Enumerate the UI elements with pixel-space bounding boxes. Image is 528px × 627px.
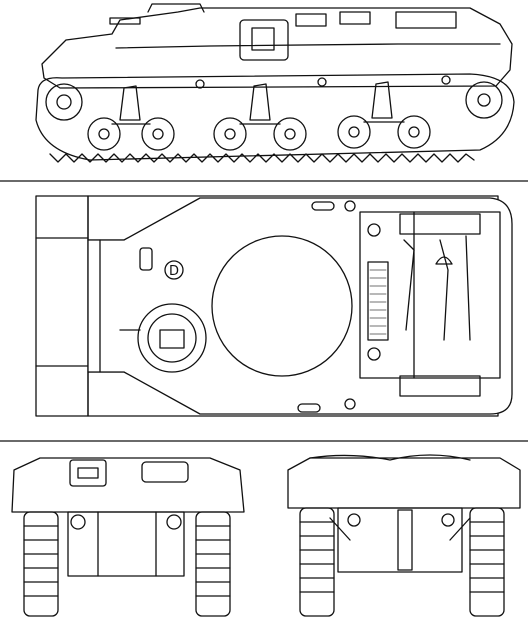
top-rear-box — [399, 213, 481, 235]
top-engine-deck — [359, 211, 501, 379]
side-bogie-unit-2 — [213, 83, 307, 151]
top-tool-pick — [403, 239, 415, 331]
rear-right-track — [469, 507, 505, 617]
side-return-roller-2 — [317, 77, 327, 87]
front-lower-plate — [67, 511, 185, 577]
top-periscope-2 — [297, 403, 321, 413]
side-bogie-unit-1 — [87, 85, 175, 151]
side-return-roller-3 — [441, 75, 451, 85]
top-shackle-1 — [344, 200, 356, 212]
side-bogie-unit-3 — [337, 81, 431, 149]
rear-center-bracket — [397, 509, 413, 571]
front-left-track — [23, 511, 59, 617]
side-stowage-box-3 — [395, 11, 457, 29]
top-rear-box-2 — [399, 375, 481, 397]
rear-right-track-links — [469, 521, 505, 593]
rear-exhaust-pipes — [329, 517, 471, 541]
rear-left-track — [299, 507, 335, 617]
top-tool-shovel — [439, 239, 449, 341]
front-left-track-links — [23, 525, 59, 597]
rear-left-track-links — [299, 521, 335, 593]
side-gun-barrel — [109, 17, 141, 25]
top-grille-hatch — [369, 269, 387, 335]
side-view — [35, 3, 515, 163]
side-deck-line — [115, 43, 501, 49]
top-cupola-hatch — [147, 313, 197, 363]
rear-hull-upper — [287, 457, 521, 509]
side-track-teeth — [49, 153, 475, 163]
side-door-hatch — [239, 19, 289, 61]
front-vision-slot — [77, 467, 99, 479]
side-stowage-box-1 — [295, 13, 327, 27]
top-cupola — [137, 303, 207, 373]
rear-tail-light-right — [441, 513, 455, 527]
side-track-outline — [35, 73, 515, 161]
side-stowage-box-2 — [339, 11, 371, 25]
rear-view — [287, 454, 521, 617]
front-cupola-block — [141, 461, 189, 483]
side-sprocket-hub — [56, 94, 72, 110]
front-headlight-left — [70, 514, 86, 530]
top-marking-circle — [164, 260, 184, 280]
top-rear-track-block — [35, 195, 89, 417]
top-periscope-1 — [311, 201, 335, 211]
rear-stowage-roll — [309, 454, 471, 461]
top-vent-hatch — [139, 247, 153, 271]
top-view — [35, 195, 513, 417]
top-engine-grille — [367, 261, 389, 341]
side-door-window — [251, 27, 275, 51]
top-hull-plate — [87, 197, 513, 415]
side-hull-outline — [41, 7, 513, 89]
top-marking-letter: D — [169, 264, 179, 279]
front-glacis-hatch — [69, 459, 107, 487]
top-tool-bar — [465, 235, 471, 341]
side-idler-hub — [477, 93, 491, 107]
side-return-roller-1 — [195, 79, 205, 89]
top-turret-ring — [211, 235, 353, 377]
rear-tail-light-left — [347, 513, 361, 527]
side-cupola — [147, 3, 205, 13]
top-light-2 — [367, 347, 381, 361]
front-headlight-right — [166, 514, 182, 530]
front-view — [11, 457, 245, 617]
top-light-1 — [367, 223, 381, 237]
rear-lower-plate — [337, 507, 463, 573]
front-hull-upper — [11, 457, 245, 513]
front-right-track — [195, 511, 231, 617]
top-shackle-2 — [344, 398, 356, 410]
side-drive-sprocket — [45, 83, 83, 121]
front-right-track-links — [195, 525, 231, 597]
front-chains — [97, 511, 157, 577]
side-idler-wheel — [465, 81, 503, 119]
